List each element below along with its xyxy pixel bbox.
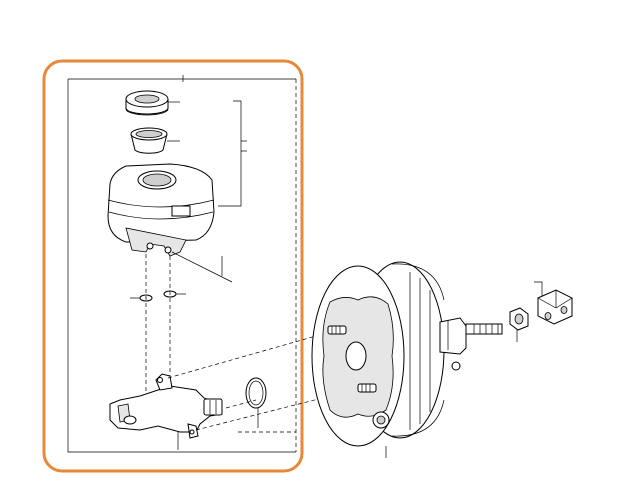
- clevis: [534, 281, 573, 325]
- booster-stud: [357, 383, 377, 393]
- master-cylinder: [109, 373, 223, 450]
- o-ring-gasket: [245, 377, 267, 428]
- brake-booster: [311, 261, 503, 458]
- booster-stud: [327, 325, 347, 335]
- group-frame: [67, 75, 297, 453]
- highlight-frame: [42, 59, 304, 473]
- push-rod-nut: [509, 307, 529, 342]
- assembly-lines-reservoir: [145, 254, 171, 404]
- reservoir-tank: [107, 163, 233, 283]
- reservoir-grommets: [130, 290, 186, 302]
- reservoir-strainer: [130, 127, 180, 154]
- reservoir-cap: [125, 90, 180, 116]
- callout-bracket: [218, 100, 247, 207]
